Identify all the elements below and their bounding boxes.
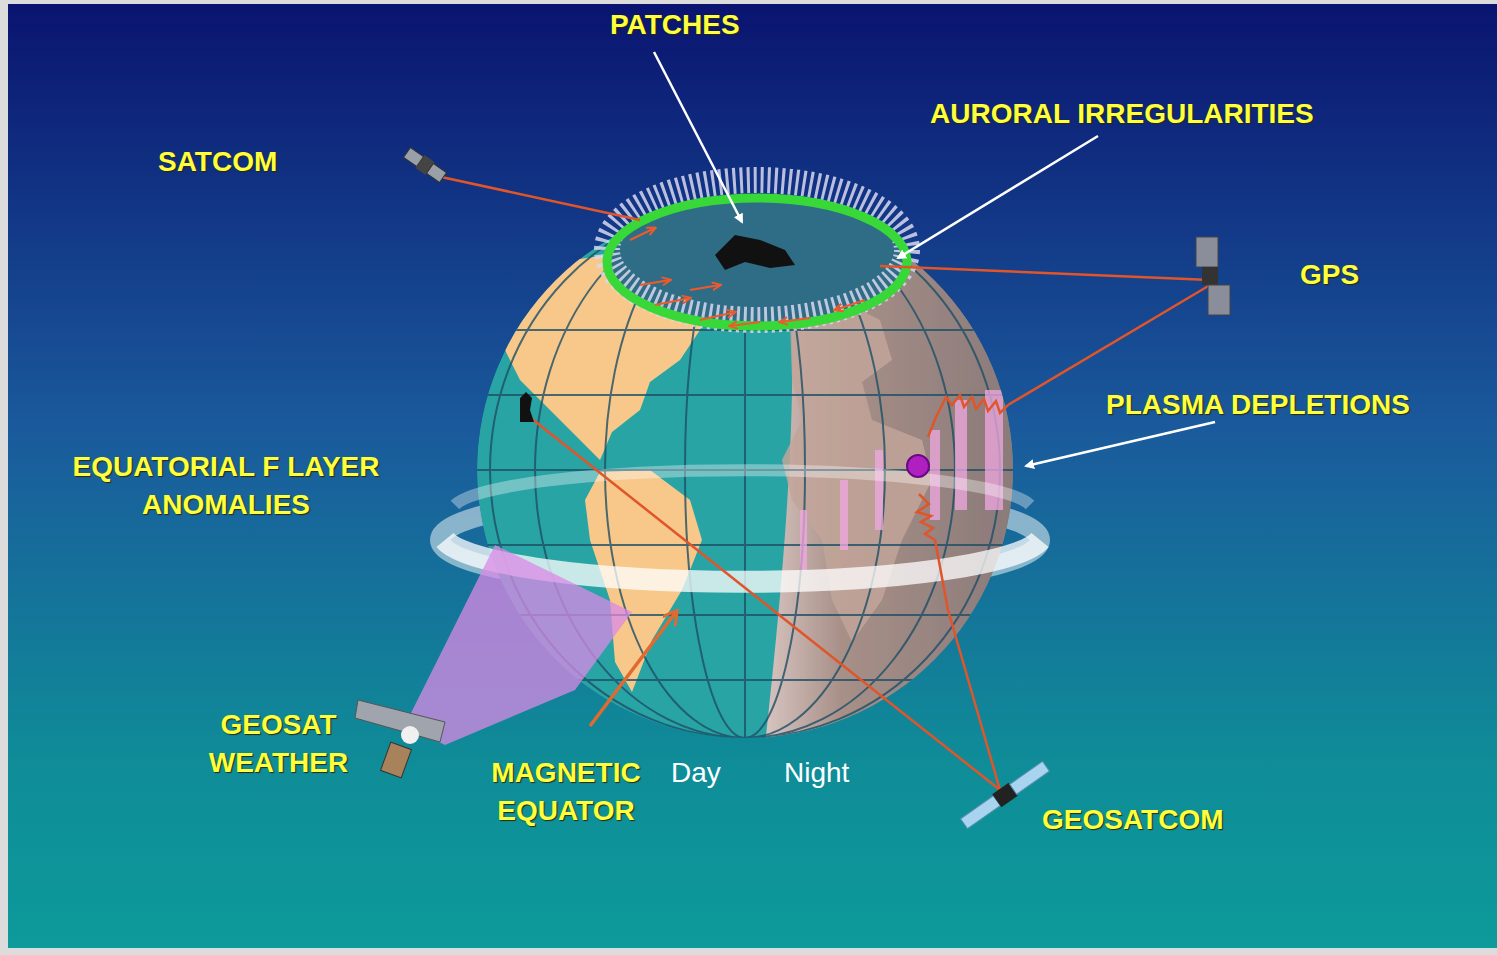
callout-label: Night: [784, 754, 849, 792]
signal-paths: [432, 175, 1210, 790]
equator-arrow: [590, 612, 676, 726]
callout-label: PATCHES: [610, 6, 740, 44]
callout-label: Day: [671, 754, 721, 792]
satellite-icon: [1196, 237, 1230, 315]
satellite-icon: [959, 760, 1050, 830]
callout-label: GPS: [1300, 256, 1359, 294]
background: [8, 4, 1497, 948]
leader-line: [654, 52, 742, 222]
callout-label: GEOSAT WEATHER: [186, 706, 371, 782]
leader-line: [1026, 422, 1215, 466]
polar-cap: [607, 198, 907, 326]
equatorial-band-back: [455, 470, 1030, 505]
satellite-icon: [355, 700, 445, 778]
callout-label: AURORAL IRREGULARITIES: [930, 95, 1314, 133]
auroral-arrows: [630, 228, 865, 326]
patch-blob: [715, 235, 795, 270]
callout-label: PLASMA DEPLETIONS: [1106, 386, 1410, 424]
satellite-icon: [402, 146, 447, 184]
callout-label: MAGNETIC EQUATOR: [474, 754, 658, 830]
auroral-oval: [607, 198, 907, 326]
leader-line: [898, 136, 1098, 258]
receiver-dot: [907, 455, 929, 477]
callout-label: GEOSATCOM: [1042, 801, 1223, 839]
ground-radar: [520, 392, 534, 422]
callout-label: SATCOM: [158, 143, 277, 181]
callout-label: EQUATORIAL F LAYER ANOMALIES: [40, 448, 412, 524]
